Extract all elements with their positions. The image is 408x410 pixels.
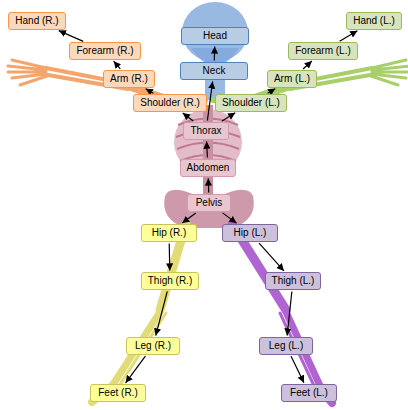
hand-bones (8, 60, 47, 85)
part-name: Thigh (L.) (272, 275, 315, 287)
right-leg-bones (92, 224, 186, 402)
part-name: Thorax (190, 125, 221, 137)
body-part-box: Thigh (R.) (141, 272, 199, 290)
cranium (182, 2, 248, 62)
hierarchy-arrow (223, 213, 237, 223)
hierarchy-arrow (182, 213, 196, 223)
body-part-box: Pelvis (187, 194, 231, 212)
body-part-box: Thigh (L.) (265, 272, 322, 290)
left-leg-bones (232, 224, 332, 403)
part-name: Neck (187, 65, 241, 77)
part-name: Forearm (L.) (295, 45, 351, 57)
body-part-box: Abdomen (180, 159, 237, 177)
hierarchy-arrow (183, 113, 193, 121)
part-name: Hip (L.) (229, 227, 271, 239)
body-part-box: Head (181, 27, 249, 45)
part-name: Abdomen (187, 162, 230, 174)
hierarchy-arrow (259, 243, 284, 271)
body-part-box: Leg (L.) (259, 337, 313, 355)
part-name: Pelvis (194, 197, 224, 209)
body-part-box: Arm (R.) (103, 70, 155, 88)
part-name: Hip (R.) (148, 227, 190, 239)
part-name: Leg (R.) (133, 340, 173, 352)
part-name: Forearm (R.) (76, 45, 133, 57)
body-part-box: Neck (180, 62, 248, 80)
part-name: Head (188, 30, 242, 42)
hierarchy-arrow (214, 46, 216, 60)
body-part-box: Forearm (R.) (69, 42, 140, 60)
hierarchy-arrow (206, 141, 208, 157)
hierarchy-arrow (156, 291, 168, 335)
hierarchy-arrow (268, 89, 276, 93)
body-part-box: Hip (L.) (222, 224, 278, 242)
hand-bones (371, 60, 408, 85)
part-name: Hand (L.) (353, 15, 395, 27)
pelvis-bone (164, 190, 254, 228)
torso-bones (164, 105, 254, 228)
part-name: Hand (R.) (15, 15, 58, 27)
part-name: Leg (L.) (266, 340, 306, 352)
body-part-box: Thorax (183, 122, 228, 140)
hierarchy-arrow (208, 178, 210, 192)
hierarchy-arrow (207, 81, 212, 120)
part-name: Arm (R.) (110, 73, 148, 85)
part-name: Arm (L.) (274, 73, 310, 85)
body-part-box: Shoulder (R.) (133, 94, 206, 112)
body-part-box: Shoulder (L.) (215, 94, 287, 112)
body-part-box: Feet (R.) (90, 384, 146, 402)
body-part-box: Arm (L.) (267, 70, 317, 88)
part-name: Feet (L.) (288, 387, 330, 399)
hierarchy-arrow (287, 291, 292, 335)
part-name: Feet (R.) (97, 387, 139, 399)
part-name: Shoulder (R.) (140, 97, 199, 109)
body-part-box: Hand (R.) (8, 12, 65, 30)
body-part-box: Hip (R.) (141, 224, 197, 242)
body-part-box: Leg (R.) (126, 337, 180, 355)
body-part-box: Forearm (L.) (288, 42, 358, 60)
hierarchy-arrow (222, 113, 236, 121)
hierarchy-arrow (114, 61, 121, 69)
hierarchy-arrow (340, 31, 358, 41)
body-part-box: Hand (L.) (346, 12, 402, 30)
part-name: Shoulder (L.) (222, 97, 280, 109)
hierarchy-arrow (126, 356, 146, 383)
skull (182, 2, 248, 100)
hierarchy-arrow (169, 244, 171, 271)
hierarchy-arrow (146, 89, 154, 93)
hierarchy-arrow (303, 61, 312, 69)
body-part-box: Feet (L.) (281, 384, 337, 402)
part-name: Thigh (R.) (148, 275, 192, 287)
hierarchy-arrow (291, 356, 304, 382)
hierarchy-arrow (59, 31, 83, 42)
